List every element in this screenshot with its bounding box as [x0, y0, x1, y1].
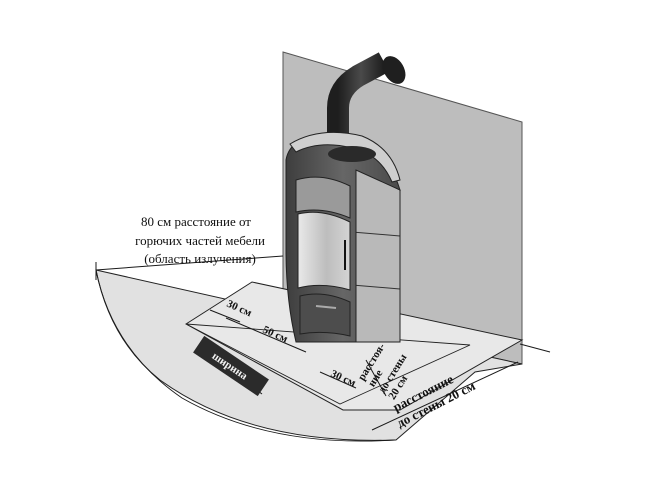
radiation-label-line2: горючих частей мебели	[135, 233, 265, 248]
chimney-pipe	[327, 52, 406, 166]
stove-door-glass	[297, 211, 351, 291]
radiation-label-line3: (область излучения)	[144, 251, 256, 266]
dim-50-line	[225, 317, 307, 353]
radiation-arc	[95, 269, 396, 442]
floor-protection-plate	[185, 281, 524, 411]
dim-30-bottom-line	[319, 371, 357, 389]
wall-edge-line	[519, 343, 551, 353]
radiation-label-line1: 80 см расстояние от	[141, 214, 251, 229]
stove-illustration	[285, 131, 401, 343]
radiation-dim-line	[95, 255, 284, 271]
wall-dim-line	[371, 361, 519, 431]
side-dim-line	[365, 359, 387, 397]
dim-30-top-line	[209, 309, 241, 323]
